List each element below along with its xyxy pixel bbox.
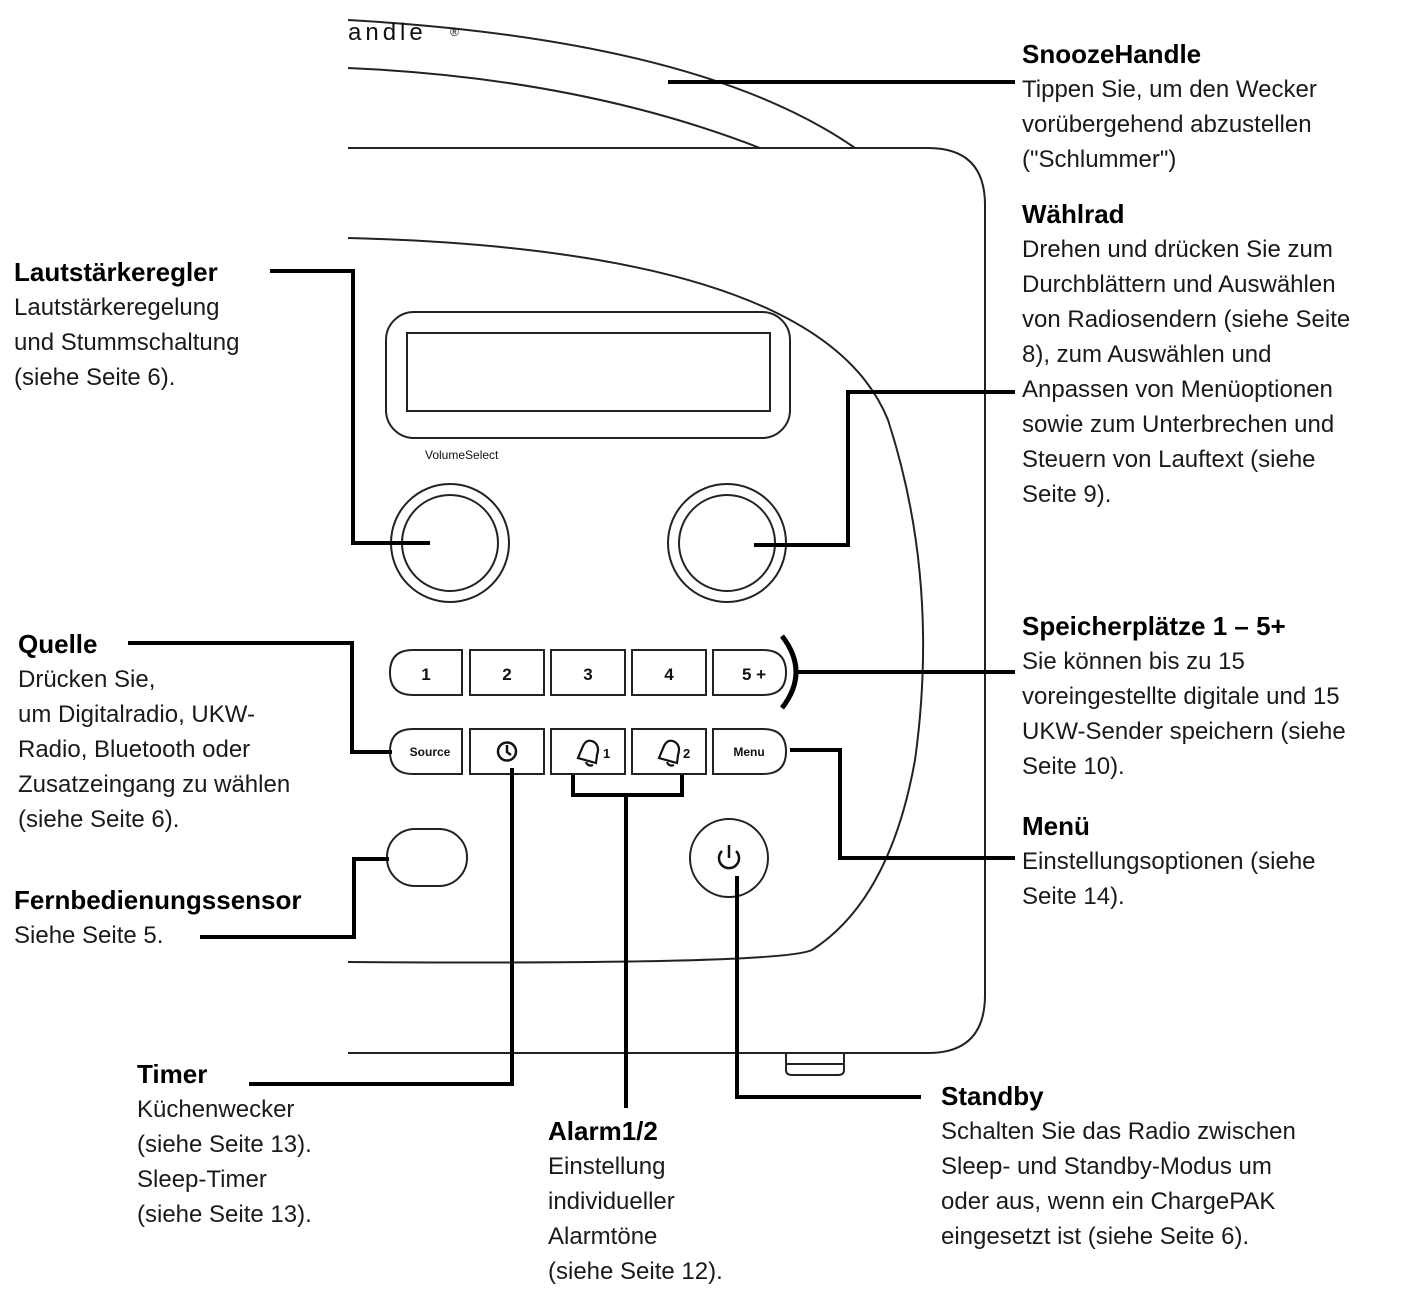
leader-wahlrad — [754, 390, 1015, 547]
standby-button[interactable] — [689, 818, 769, 898]
leader-timer — [249, 768, 514, 1086]
leader-fernbedienung — [200, 857, 389, 939]
callout-description: Lautstärkeregelung und Stummschaltung (s… — [14, 294, 240, 391]
preset-label-3: 3 — [583, 665, 592, 684]
preset-bracket — [780, 634, 799, 710]
radio-body — [347, 147, 986, 1054]
callout-description: Tippen Sie, um den Wecker vorübergehend … — [1022, 76, 1317, 173]
callout-description: Einstellungsoptionen (siehe Seite 14). — [1022, 848, 1316, 910]
alarm1-suffix: 1 — [603, 746, 610, 761]
callout-title: Wählrad — [1022, 199, 1125, 229]
source-button-label: Source — [410, 745, 451, 759]
knob-label: VolumeSelect — [425, 448, 499, 462]
leader-lautstaerke — [270, 269, 430, 545]
callout-description: Drücken Sie, um Digitalradio, UKW- Radio… — [18, 666, 291, 833]
menu-button-label: Menu — [733, 745, 764, 759]
callout-standby: Standby Schalten Sie das Radio zwischen … — [941, 1078, 1296, 1254]
callout-quelle: Quelle Drücken Sie, um Digitalradio, UKW… — [18, 626, 290, 837]
preset-button-3[interactable]: 3 — [550, 649, 626, 696]
preset-label-5: 5 + — [742, 665, 766, 684]
callout-snooze-handle: SnoozeHandle Tippen Sie, um den Wecker v… — [1022, 36, 1317, 177]
display-screen — [385, 311, 791, 439]
callout-title: SnoozeHandle — [1022, 39, 1202, 69]
leader-alarm — [571, 775, 684, 797]
callout-title: Fernbedienungssensor — [14, 885, 302, 915]
callout-menu: Menü Einstellungsoptionen (siehe Seite 1… — [1022, 808, 1316, 914]
preset-label-2: 2 — [502, 665, 511, 684]
clock-icon — [496, 741, 518, 762]
preset-button-2[interactable]: 2 — [469, 649, 545, 696]
callout-description: Sie können bis zu 15 voreingestellte dig… — [1022, 648, 1346, 780]
callout-description: Küchenwecker (siehe Seite 13). Sleep-Tim… — [137, 1096, 312, 1228]
alarm2-button[interactable]: 2 — [631, 728, 707, 775]
brand-logo: andle ® — [348, 19, 459, 46]
callout-description: Schalten Sie das Radio zwischen Sleep- u… — [941, 1118, 1296, 1250]
power-icon — [717, 845, 741, 870]
brand-mark: ® — [450, 25, 459, 39]
preset-button-4[interactable]: 4 — [631, 649, 707, 696]
snooze-handle[interactable] — [347, 19, 856, 149]
callout-speicherplaetze: Speicherplätze 1 – 5+ Sie können bis zu … — [1022, 608, 1346, 784]
callout-title: Standby — [941, 1081, 1044, 1111]
menu-button[interactable]: Menu — [712, 728, 788, 775]
leader-quelle — [128, 641, 392, 754]
bell-icon — [576, 739, 600, 767]
preset-label-4: 4 — [664, 665, 674, 684]
callout-lautstaerkeregler: Lautstärkeregler Lautstärkeregelung und … — [14, 254, 239, 395]
preset-button-5[interactable]: 5 + — [712, 649, 788, 696]
timer-button[interactable] — [469, 728, 545, 775]
source-button[interactable]: Source — [388, 728, 463, 775]
callout-alarm: Alarm1/2 Einstellung individueller Alarm… — [548, 1113, 723, 1289]
alarm1-button[interactable]: 1 — [550, 728, 626, 775]
bell-icon — [657, 739, 681, 767]
callout-description: Einstellung individueller Alarmtöne (sie… — [548, 1153, 723, 1285]
leader-lines — [128, 80, 1015, 1108]
callout-timer: Timer Küchenwecker (siehe Seite 13). Sle… — [137, 1056, 312, 1232]
callout-fernbedienungssensor: Fernbedienungssensor Siehe Seite 5. — [14, 882, 302, 953]
leader-standby — [735, 876, 921, 1099]
brand-text: andle — [348, 19, 427, 46]
callout-wahlrad: Wählrad Drehen und drücken Sie zum Durch… — [1022, 196, 1350, 512]
preset-button-1[interactable]: 1 — [388, 649, 463, 696]
callout-title: Alarm1/2 — [548, 1116, 658, 1146]
callout-title: Menü — [1022, 811, 1090, 841]
callout-title: Speicherplätze 1 – 5+ — [1022, 611, 1286, 641]
radio-foot — [785, 1053, 845, 1076]
preset-label-1: 1 — [421, 665, 430, 684]
callout-title: Quelle — [18, 629, 98, 659]
callout-description: Drehen und drücken Sie zum Durchblättern… — [1022, 236, 1351, 508]
leader-menu — [790, 748, 1015, 860]
remote-sensor — [386, 828, 468, 887]
callout-title: Lautstärkeregler — [14, 257, 218, 287]
callout-title: Timer — [137, 1059, 208, 1089]
callout-description: Siehe Seite 5. — [14, 922, 164, 949]
alarm2-suffix: 2 — [683, 746, 690, 761]
